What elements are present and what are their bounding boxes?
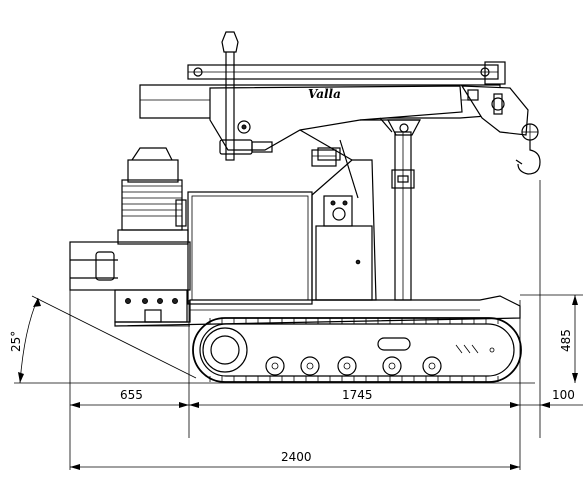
- approach-angle-dimension: 25°: [9, 295, 197, 384]
- power-unit: [69, 147, 313, 323]
- crawler-track: [192, 317, 522, 383]
- height-dimension: 485: [559, 295, 578, 383]
- rear-overhang-label: 655: [120, 388, 143, 402]
- turret: [311, 149, 377, 301]
- approach-angle-label: 25°: [9, 331, 23, 352]
- track-length-label: 1745: [342, 388, 373, 402]
- chassis: [114, 295, 521, 327]
- reference-lines: [14, 180, 583, 470]
- front-overhang-label: 100: [552, 388, 575, 402]
- boom: Valla: [139, 31, 541, 199]
- dimension-row-1: 655 1745 100: [70, 388, 583, 408]
- overall-length-label: 2400: [281, 450, 312, 464]
- brand-logo: Valla: [308, 87, 341, 101]
- dimension-row-2: 2400: [70, 450, 520, 470]
- mast-link: [360, 117, 420, 133]
- height-label: 485: [559, 329, 573, 352]
- mast: [387, 119, 421, 301]
